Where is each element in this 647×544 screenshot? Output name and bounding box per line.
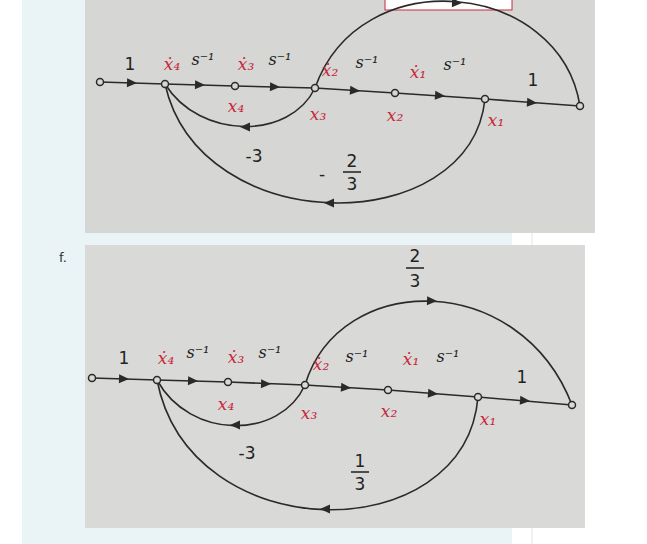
signal-name: x₃ — [310, 106, 326, 123]
signal-name: ẋ₁ — [403, 351, 419, 368]
branch-gain: 1 — [528, 72, 539, 89]
branch-gain: 1 — [119, 350, 130, 367]
gain-denominator: 3 — [410, 273, 421, 290]
signal-name: x₄ — [228, 98, 244, 115]
signal-name: x₂ — [381, 403, 397, 420]
signal-name: ẋ₂ — [322, 62, 338, 79]
signal-name: x₁ — [480, 411, 496, 428]
integrator-gain: s⁻¹ — [436, 349, 459, 365]
integrator-gain: s⁻¹ — [443, 57, 466, 73]
integrator-gain: s⁻¹ — [355, 55, 378, 71]
signal-name: ẋ₁ — [410, 64, 426, 81]
signal-name: x₃ — [301, 405, 317, 422]
gain-denominator: 3 — [347, 176, 358, 193]
signal-name: x₂ — [387, 107, 403, 124]
branch-gain: 1 — [125, 56, 136, 73]
branch-gain: -3 — [246, 148, 263, 165]
integrator-gain: s⁻¹ — [191, 52, 214, 68]
branch-gain: 1 — [517, 369, 528, 386]
integrator-gain: s⁻¹ — [186, 345, 209, 361]
integrator-gain: s⁻¹ — [268, 52, 291, 68]
branch-gain: - — [319, 166, 325, 183]
integrator-gain: s⁻¹ — [345, 349, 368, 365]
gain-numerator: 2 — [410, 248, 421, 265]
gain-numerator: 1 — [355, 453, 366, 470]
signal-name: ẋ₄ — [158, 350, 174, 367]
gain-numerator: 2 — [347, 153, 358, 170]
signal-name: ẋ₂ — [313, 356, 329, 373]
gain-denominator: 3 — [355, 476, 366, 493]
signal-name: x₁ — [488, 112, 504, 129]
branch-gain: -3 — [239, 445, 256, 462]
signal-name: ẋ₄ — [164, 56, 180, 73]
signal-name: ẋ₃ — [228, 349, 244, 366]
signal-name: ẋ₃ — [238, 56, 254, 73]
integrator-gain: s⁻¹ — [258, 345, 281, 361]
signal-name: x₄ — [218, 396, 234, 413]
item-letter: f. — [59, 251, 67, 264]
